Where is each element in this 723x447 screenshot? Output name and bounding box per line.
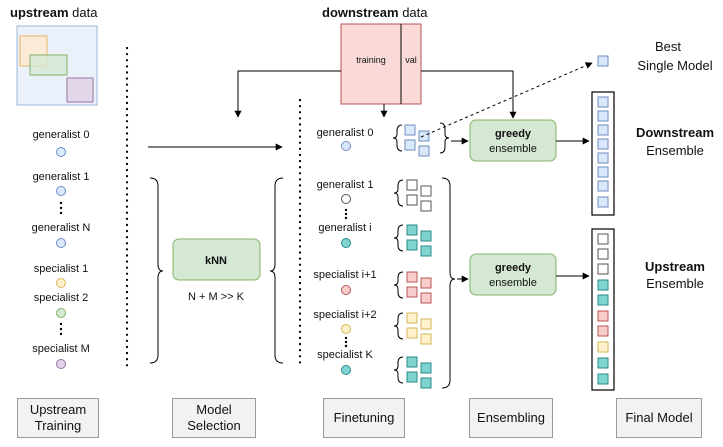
- finetuned-generalist-1-label: generalist 1: [317, 179, 374, 191]
- stage-finetuning: Finetuning: [323, 398, 405, 438]
- upstream-ensemble-column: [591, 228, 615, 391]
- downstream-data-box: [340, 23, 422, 105]
- upstream-ensemble-bold: Upstream: [645, 259, 705, 274]
- knn-label: kNN: [205, 255, 227, 267]
- upstream-data-title: upstream data: [10, 5, 98, 20]
- upstream-generalist-1-node: [56, 186, 66, 196]
- stage-ensembling-label: Ensembling: [477, 410, 545, 425]
- cluster-generalist-0: [404, 124, 430, 157]
- greedy-ensemble-bottom-rest: ensemble: [489, 277, 537, 289]
- finetuned-generalist-1-node: [341, 194, 351, 204]
- finetuned-specialist-k-node: [341, 365, 351, 375]
- knn-box: [172, 238, 261, 281]
- upstream-ellipsis-specialists: [59, 322, 63, 336]
- greedy-ensemble-bottom-bold: greedy: [495, 262, 532, 274]
- finetune-brace-right: [441, 177, 456, 389]
- finetuned-generalist-0-label: generalist 0: [317, 127, 374, 139]
- training-split-label: training: [356, 55, 386, 65]
- cluster-generalist-1: [406, 179, 432, 212]
- upstream-ellipsis-generalists: [59, 201, 63, 215]
- upstream-specialist-1-label: specialist 1: [34, 263, 88, 275]
- upstream-generalist-0-node: [56, 147, 66, 157]
- val-split-label: val: [405, 55, 417, 65]
- finetuned-specialist-i1-label: specialist i+1: [313, 269, 376, 281]
- greedy-ensemble-top-rest: ensemble: [489, 143, 537, 155]
- finetuned-specialist-i1-node: [341, 285, 351, 295]
- cluster-specialist-i1: [406, 271, 432, 304]
- upstream-specialist-1-node: [56, 278, 66, 288]
- upstream-model-list: generalist 0 generalist 1 generalist N s…: [32, 129, 91, 369]
- arrow-best-single-model: [420, 62, 593, 138]
- arrow-downstream-to-selection: [234, 70, 341, 118]
- downstream-ensemble-column: [591, 91, 615, 216]
- stage-upstream-training-line1: Upstream: [29, 402, 87, 417]
- greedy-ensemble-top-bold: greedy: [495, 128, 532, 140]
- greedy-ensemble-upstream-box: [469, 253, 557, 296]
- finetuned-specialist-i2-node: [341, 324, 351, 334]
- finetuned-generalist-i-label: generalist i: [318, 222, 371, 234]
- stage-model-selection-line2: Selection: [187, 418, 241, 433]
- finetuned-model-list: generalist 0 generalist 1 generalist i s…: [313, 127, 377, 375]
- upstream-generalist-n-node: [56, 238, 66, 248]
- cluster-braces-left: [392, 124, 404, 384]
- finetuned-generalist-i-node: [341, 238, 351, 248]
- best-label-line2: Single Model: [637, 58, 712, 73]
- upstream-specialist-m-node: [56, 359, 66, 369]
- stage-upstream-training-line2: Training: [34, 418, 82, 433]
- upstream-ensemble-rest: Ensemble: [646, 276, 704, 291]
- finetuned-specialist-i2-label: specialist i+2: [313, 309, 376, 321]
- finetuned-ellipsis-specialists: [344, 336, 348, 348]
- upstream-generalist-n-label: generalist N: [32, 222, 91, 234]
- square-clusters: [404, 124, 432, 389]
- upstream-data-image: [16, 25, 98, 106]
- knn-constraint: N + M >> K: [188, 291, 245, 303]
- upstream-generalist-1-label: generalist 1: [33, 171, 90, 183]
- generalist-0-brace: [439, 122, 450, 154]
- cluster-specialist-i2: [406, 312, 432, 345]
- stage-final-model-label: Final Model: [625, 410, 693, 425]
- upstream-specialist-2-node: [56, 308, 66, 318]
- best-label-line1: Best: [655, 39, 681, 54]
- finetune-brace-left: [269, 177, 284, 364]
- upstream-specialist-m-label: specialist M: [32, 343, 89, 355]
- stage-final-model: Final Model: [616, 398, 702, 438]
- finetuned-ellipsis-generalists: [344, 208, 348, 220]
- finetuned-generalist-0-node: [341, 141, 351, 151]
- cluster-generalist-i: [406, 224, 432, 257]
- best-single-model-square: [597, 55, 609, 67]
- upstream-specialist-2-label: specialist 2: [34, 292, 88, 304]
- finetuned-specialist-k-label: specialist K: [317, 349, 373, 361]
- cluster-specialist-k: [406, 356, 432, 389]
- stage-ensembling: Ensembling: [469, 398, 553, 438]
- upstream-generalist-0-label: generalist 0: [33, 129, 90, 141]
- stage-model-selection-line1: Model: [196, 402, 232, 417]
- downstream-ensemble-rest: Ensemble: [646, 143, 704, 158]
- upstream-brace: [149, 177, 164, 364]
- arrow-val-to-ensemble: [421, 70, 517, 119]
- downstream-data-title: downstream data: [322, 5, 428, 20]
- stage-finetuning-label: Finetuning: [333, 410, 395, 425]
- downstream-ensemble-bold: Downstream: [636, 125, 714, 140]
